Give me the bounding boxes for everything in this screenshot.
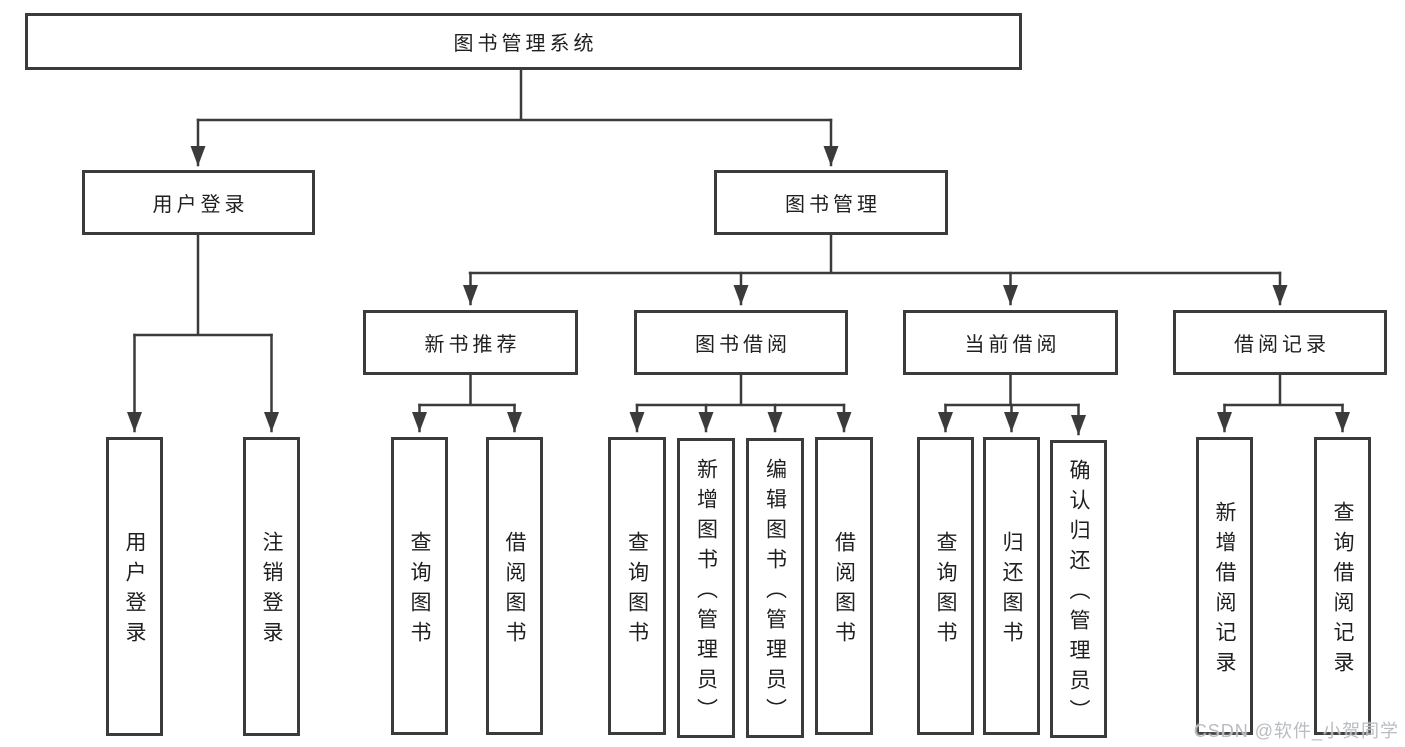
connector-g4-trunk [944, 373, 1080, 407]
node-label: 当前借阅 [964, 334, 1061, 356]
node-label: 用户登录 [152, 194, 249, 216]
leaf-query-books-3: 查询图书 [917, 437, 974, 735]
leaf-add-book-admin: 新增图书（管理员） [677, 438, 735, 738]
node-borrow-records: 借阅记录 [1173, 310, 1387, 375]
leaf-label: 用户登录 [123, 531, 146, 651]
node-label: 图书管理 [785, 194, 881, 216]
node-label: 新书推荐 [424, 334, 521, 356]
leaf-label: 查询图书 [625, 530, 649, 651]
leaf-label: 借阅图书 [503, 530, 526, 651]
leaf-label: 查询图书 [934, 530, 957, 651]
node-user-login-branch: 用户登录 [82, 170, 315, 235]
node-label: 图书管理系统 [453, 33, 598, 55]
csdn-watermark: CSDN @软件_小贺同学 [1193, 721, 1399, 741]
leaf-label: 查询借阅记录 [1331, 500, 1354, 681]
leaf-label: 归还图书 [1000, 530, 1023, 651]
connector-bookmgmt-trunk [468, 233, 1282, 275]
leaf-confirm-return-admin: 确认归还（管理员） [1050, 440, 1107, 738]
leaf-borrow-books-2: 借阅图书 [815, 437, 873, 735]
leaf-label: 新增借阅记录 [1213, 500, 1236, 681]
connector-userlogin-trunk [133, 233, 273, 337]
leaf-query-borrow-record: 查询借阅记录 [1314, 437, 1371, 735]
leaf-label: 注销登录 [260, 531, 283, 651]
leaf-query-books-2: 查询图书 [608, 437, 666, 735]
leaf-return-book: 归还图书 [983, 437, 1040, 735]
leaf-label: 编辑图书（管理员） [763, 457, 787, 728]
node-book-management-branch: 图书管理 [714, 170, 948, 235]
leaf-label: 新增图书（管理员） [694, 457, 718, 728]
leaf-borrow-books-1: 借阅图书 [486, 437, 543, 735]
node-label: 借阅记录 [1234, 334, 1330, 356]
leaf-label: 借阅图书 [832, 530, 856, 651]
node-current-borrow: 当前借阅 [903, 310, 1118, 375]
node-library-management-system: 图书管理系统 [25, 13, 1022, 70]
connector-g3-trunk [635, 373, 846, 407]
leaf-query-books-1: 查询图书 [391, 437, 448, 735]
connector-g2-trunk [418, 373, 516, 407]
node-book-borrow: 图书借阅 [634, 310, 848, 375]
leaf-user-login: 用户登录 [106, 437, 163, 736]
leaf-edit-book-admin: 编辑图书（管理员） [746, 438, 804, 738]
node-new-book-recommend: 新书推荐 [363, 310, 578, 375]
connector-root-trunk [196, 68, 833, 122]
leaf-add-borrow-record: 新增借阅记录 [1196, 437, 1253, 735]
leaf-label: 确认归还（管理员） [1067, 458, 1090, 729]
connector-g5-trunk [1223, 373, 1344, 407]
leaf-label: 查询图书 [408, 530, 431, 651]
node-label: 图书借阅 [695, 334, 791, 356]
leaf-logout: 注销登录 [243, 437, 300, 736]
